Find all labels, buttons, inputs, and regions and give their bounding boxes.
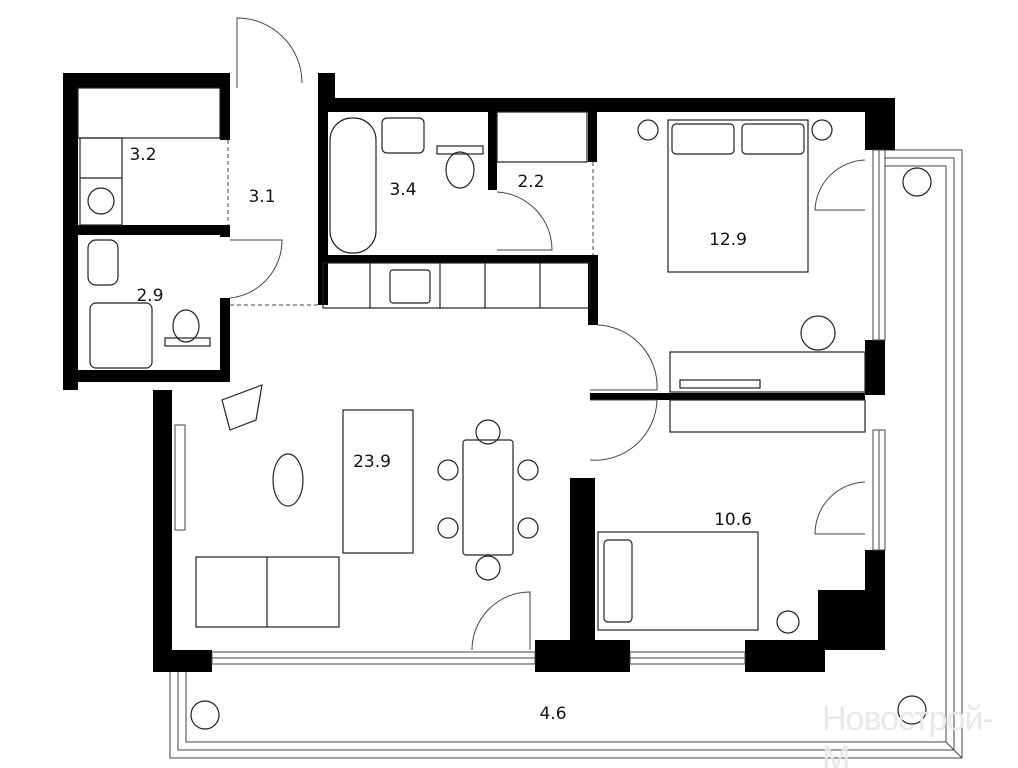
room-area-bedroom-master: 12.9 — [709, 230, 747, 250]
room-area-bedroom-child: 10.6 — [714, 510, 752, 530]
doors — [227, 17, 866, 651]
fixtures — [77, 87, 866, 634]
room-area-hall: 3.1 — [248, 187, 276, 207]
room-area-living-kitchen: 23.9 — [353, 452, 391, 472]
plant-icon — [190, 167, 932, 730]
watermark: Новострой-М — [822, 700, 994, 768]
windows — [174, 149, 886, 665]
walls — [63, 73, 895, 672]
room-area-balcony: 4.6 — [539, 704, 567, 724]
room-area-storage: 3.2 — [129, 145, 157, 165]
balcony-outline — [169, 149, 963, 759]
room-area-bathroom: 3.4 — [389, 180, 417, 200]
room-area-wardrobe: 2.2 — [517, 172, 545, 192]
room-area-wc: 2.9 — [136, 286, 164, 306]
